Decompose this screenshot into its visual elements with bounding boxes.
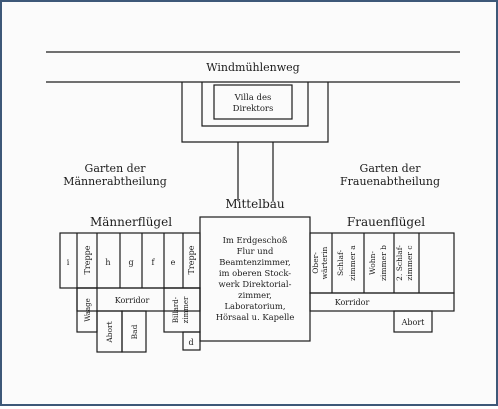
room-i-label: i	[67, 258, 70, 267]
driveway-outer	[181, 82, 329, 143]
garden-men-label-2: Männerabtheilung	[63, 175, 167, 188]
bad-label: Bad	[130, 324, 139, 339]
driveway-inner	[201, 82, 309, 127]
mittelbau-line-5: werk Direktorial-	[219, 279, 292, 289]
schlafzimmer-a-label-1: Schlaf-	[336, 249, 345, 276]
stair-left-label: Treppe	[83, 245, 92, 274]
mittelbau-line-7: Laboratorium,	[224, 301, 285, 311]
women-wing-corridor	[309, 292, 455, 312]
garden-women-label-1: Garten der	[360, 162, 422, 175]
schlafzimmer-c-label-1: 2. Schlaf-	[395, 245, 404, 281]
billard-label-2: zimmer	[182, 296, 190, 323]
mittelbau-line-8: Hörsaal u. Kapelle	[216, 312, 295, 322]
waage-room	[76, 287, 98, 333]
women-corridor-label: Korridor	[335, 298, 370, 307]
villa-label-1: Villa des	[234, 93, 272, 103]
abort-women-label: Abort	[401, 318, 426, 327]
mittelbau-line-1: Im Erdgeschoß	[223, 235, 288, 245]
abort-women-room	[393, 310, 433, 333]
women-wing-title: Frauenflügel	[347, 215, 425, 229]
oberwaerterin-label-1: Ober-	[311, 252, 320, 274]
garden-men-label-1: Garten der	[85, 162, 147, 175]
wohnzimmer-b-label-2: zimmer b	[379, 245, 388, 281]
mittelbau-line-3: Beamtenzimmer,	[219, 257, 290, 267]
room-e-label: e	[171, 258, 176, 267]
men-wing-title: Männerflügel	[90, 215, 172, 229]
room-f-label: f	[152, 258, 156, 267]
bad-room	[121, 310, 147, 353]
billard-label-1: Billard-	[172, 296, 180, 323]
villa-building	[213, 84, 293, 120]
schlafzimmer-a-label-2: zimmer a	[348, 245, 357, 281]
mittelbau-line-4: im oberen Stock-	[219, 268, 291, 278]
room-d-label: d	[188, 338, 193, 347]
abort-men-label: Abort	[105, 321, 114, 343]
mittelbau-title: Mittelbau	[225, 197, 285, 211]
waage-label: Waage	[84, 298, 92, 322]
men-corridor-label: Korridor	[115, 296, 150, 305]
villa-label-2: Direktors	[233, 104, 274, 114]
schlafzimmer-c-label-2: zimmer c	[405, 245, 414, 280]
mittelbau-line-2: Flur und	[237, 246, 274, 256]
room-h-label: h	[105, 258, 110, 267]
mittelbau-line-6: zimmer,	[238, 290, 272, 300]
stair-right-label: Treppe	[187, 245, 196, 274]
road-label: Windmühlenweg	[206, 61, 299, 74]
floor-plan-diagram: Windmühlenweg Villa des Direktors Garten…	[46, 51, 460, 353]
room-g-label: g	[128, 258, 133, 267]
wohnzimmer-b-label-1: Wohn-	[368, 251, 377, 275]
garden-women-label-2: Frauenabtheilung	[340, 175, 440, 188]
oberwaerterin-label-2: wärterin	[320, 246, 329, 279]
